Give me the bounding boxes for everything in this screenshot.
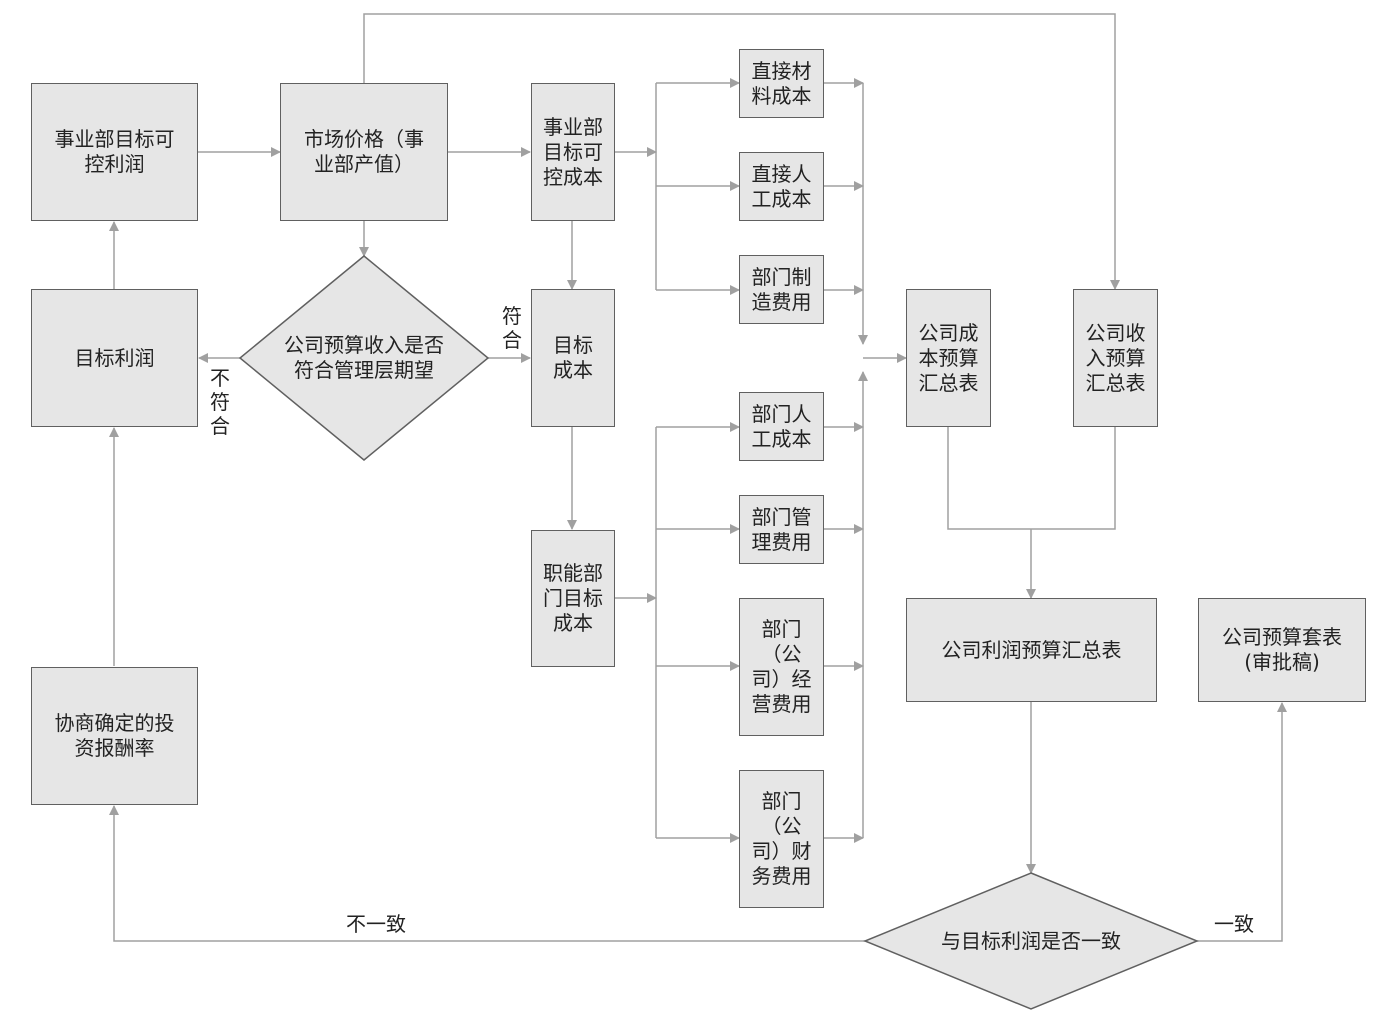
negotiated-return-rate-box: 协商确定的投 资报酬率 — [31, 667, 198, 805]
market-price-box: 市场价格（事 业部产值） — [280, 83, 448, 221]
not-meets-label: 不 符 合 — [210, 366, 230, 438]
company-revenue-summary-box: 公司收 入预算 汇总表 — [1073, 289, 1158, 427]
direct-material-cost-label: 直接材 料成本 — [751, 58, 812, 108]
consistency-decision-diamond — [863, 872, 1199, 1010]
direct-labor-cost-box: 直接人 工成本 — [739, 152, 824, 221]
target-cost-label: 目标 成本 — [553, 333, 593, 382]
dept-operating-expense-label: 部门 （公 司）经 营费用 — [751, 617, 812, 716]
division-controllable-cost-label: 事业部 目标可 控成本 — [543, 114, 603, 189]
revenue-decision-label: 公司预算收入是否 符合管理层期望 — [284, 333, 444, 382]
market-price-label: 市场价格（事 业部产值） — [304, 127, 424, 176]
dept-finance-expense-label: 部门 （公 司）财 务费用 — [751, 789, 812, 888]
target-profit-box: 目标利润 — [31, 289, 198, 427]
direct-material-cost-box: 直接材 料成本 — [739, 49, 824, 118]
dept-operating-expense-box: 部门 （公 司）经 营费用 — [739, 598, 824, 736]
direct-labor-cost-label: 直接人 工成本 — [751, 161, 812, 211]
dept-labor-cost-label: 部门人 工成本 — [751, 401, 812, 451]
company-cost-summary-label: 公司成 本预算 汇总表 — [918, 320, 979, 395]
consistent-label: 一致 — [1214, 912, 1254, 936]
company-revenue-summary-label: 公司收 入预算 汇总表 — [1085, 320, 1146, 395]
division-controllable-profit-box: 事业部目标可 控利润 — [31, 83, 198, 221]
functional-dept-cost-label: 职能部 门目标 成本 — [543, 561, 603, 635]
profit-consistency-decision-label: 与目标利润是否一致 — [941, 928, 1121, 953]
division-controllable-cost-box: 事业部 目标可 控成本 — [531, 83, 615, 221]
dept-manufacturing-expense-label: 部门制 造费用 — [751, 264, 812, 314]
negotiated-return-rate-label: 协商确定的投 资报酬率 — [54, 711, 175, 760]
company-profit-summary-label: 公司利润预算汇总表 — [941, 637, 1122, 662]
company-budget-package-label: 公司预算套表 (审批稿) — [1222, 625, 1342, 674]
company-profit-summary-box: 公司利润预算汇总表 — [906, 598, 1157, 702]
meets-label: 符 合 — [502, 304, 522, 352]
dept-labor-cost-box: 部门人 工成本 — [739, 392, 824, 461]
company-budget-package-box: 公司预算套表 (审批稿) — [1198, 598, 1366, 702]
dept-admin-expense-box: 部门管 理费用 — [739, 495, 824, 564]
revenue-decision-diamond — [238, 255, 490, 461]
target-cost-box: 目标 成本 — [531, 289, 615, 427]
dept-manufacturing-expense-box: 部门制 造费用 — [739, 255, 824, 324]
dept-admin-expense-label: 部门管 理费用 — [751, 504, 812, 554]
division-controllable-profit-label: 事业部目标可 控利润 — [54, 127, 175, 176]
company-cost-summary-box: 公司成 本预算 汇总表 — [906, 289, 991, 427]
target-profit-label: 目标利润 — [74, 345, 155, 370]
dept-finance-expense-box: 部门 （公 司）财 务费用 — [739, 770, 824, 908]
functional-dept-cost-box: 职能部 门目标 成本 — [531, 530, 615, 667]
inconsistent-label: 不一致 — [346, 912, 406, 936]
